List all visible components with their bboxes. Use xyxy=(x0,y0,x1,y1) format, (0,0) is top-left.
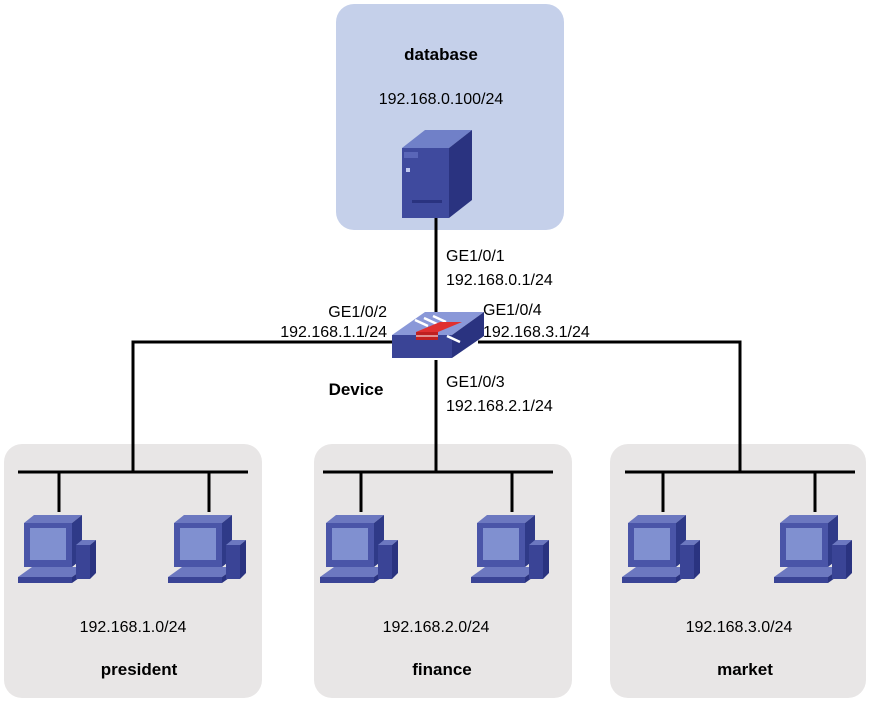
device-label: Device xyxy=(329,380,384,399)
database-title: database xyxy=(404,45,478,64)
president-zone xyxy=(4,444,262,698)
finance-zone xyxy=(314,444,572,698)
interface-name: GE1/0/3 xyxy=(446,374,505,391)
interface-ip: 192.168.2.1/24 xyxy=(446,398,553,415)
interface-ip: 192.168.1.1/24 xyxy=(280,324,387,341)
interface-name: GE1/0/4 xyxy=(483,302,542,319)
link-president xyxy=(131,340,396,472)
segment-title: market xyxy=(717,660,773,679)
segment-subnet: 192.168.2.0/24 xyxy=(383,619,490,636)
firewall-icon xyxy=(392,312,484,358)
link-market xyxy=(478,340,742,472)
database-subnet: 192.168.0.100/24 xyxy=(379,91,504,108)
interface-name: GE1/0/2 xyxy=(328,304,387,321)
interface-ip: 192.168.3.1/24 xyxy=(483,324,590,341)
database-zone xyxy=(336,4,564,230)
segment-title: finance xyxy=(412,660,472,679)
interface-ip: 192.168.0.1/24 xyxy=(446,272,553,289)
market-zone xyxy=(610,444,866,698)
segment-title: president xyxy=(101,660,178,679)
server-icon xyxy=(402,130,472,218)
segment-subnet: 192.168.1.0/24 xyxy=(80,619,187,636)
interface-name: GE1/0/1 xyxy=(446,248,505,265)
segment-subnet: 192.168.3.0/24 xyxy=(686,619,793,636)
